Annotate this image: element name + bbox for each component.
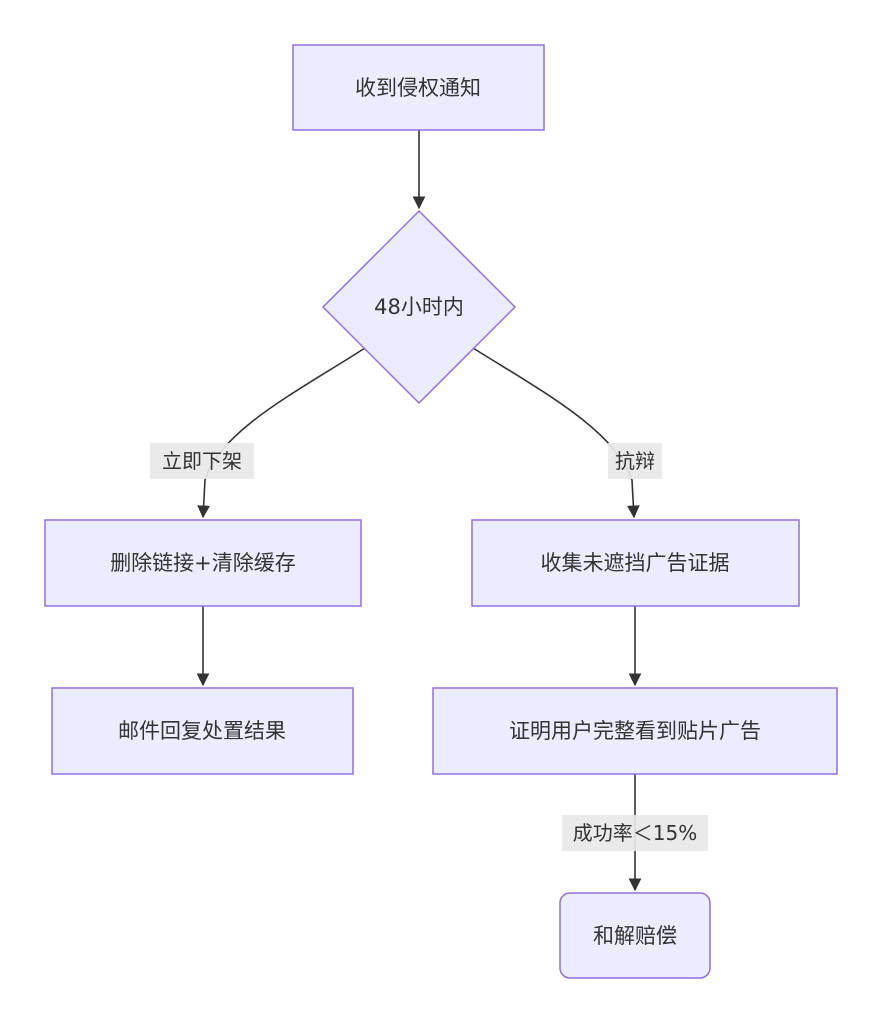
edge-label-takedown: 立即下架 <box>150 443 254 479</box>
node-settle: 和解赔偿 <box>559 892 711 979</box>
edge-label-takedown-text: 立即下架 <box>162 449 242 473</box>
edge-label-dispute-text: 抗辩 <box>615 449 655 473</box>
node-reply-label: 邮件回复处置结果 <box>118 719 286 743</box>
node-settle-label: 和解赔偿 <box>593 924 677 948</box>
node-decision-label: 48小时内 <box>374 295 464 319</box>
node-reply: 邮件回复处置结果 <box>51 687 354 775</box>
edge-decision-to-remove <box>197 347 366 519</box>
node-collect: 收集未遮挡广告证据 <box>471 519 800 607</box>
node-prove: 证明用户完整看到贴片广告 <box>432 687 838 775</box>
node-remove: 删除链接+清除缓存 <box>44 519 362 607</box>
edge-label-success-text: 成功率＜15% <box>573 821 697 845</box>
node-notice: 收到侵权通知 <box>292 44 545 131</box>
node-prove-label: 证明用户完整看到贴片广告 <box>509 719 761 743</box>
node-decision: 48小时内 <box>321 209 517 405</box>
edge-decision-to-collect <box>472 347 640 519</box>
node-notice-label: 收到侵权通知 <box>355 76 481 100</box>
edge-label-dispute: 抗辩 <box>608 443 662 479</box>
node-remove-label: 删除链接+清除缓存 <box>110 551 296 575</box>
node-collect-label: 收集未遮挡广告证据 <box>541 551 730 575</box>
edge-label-success: 成功率＜15% <box>562 815 708 851</box>
